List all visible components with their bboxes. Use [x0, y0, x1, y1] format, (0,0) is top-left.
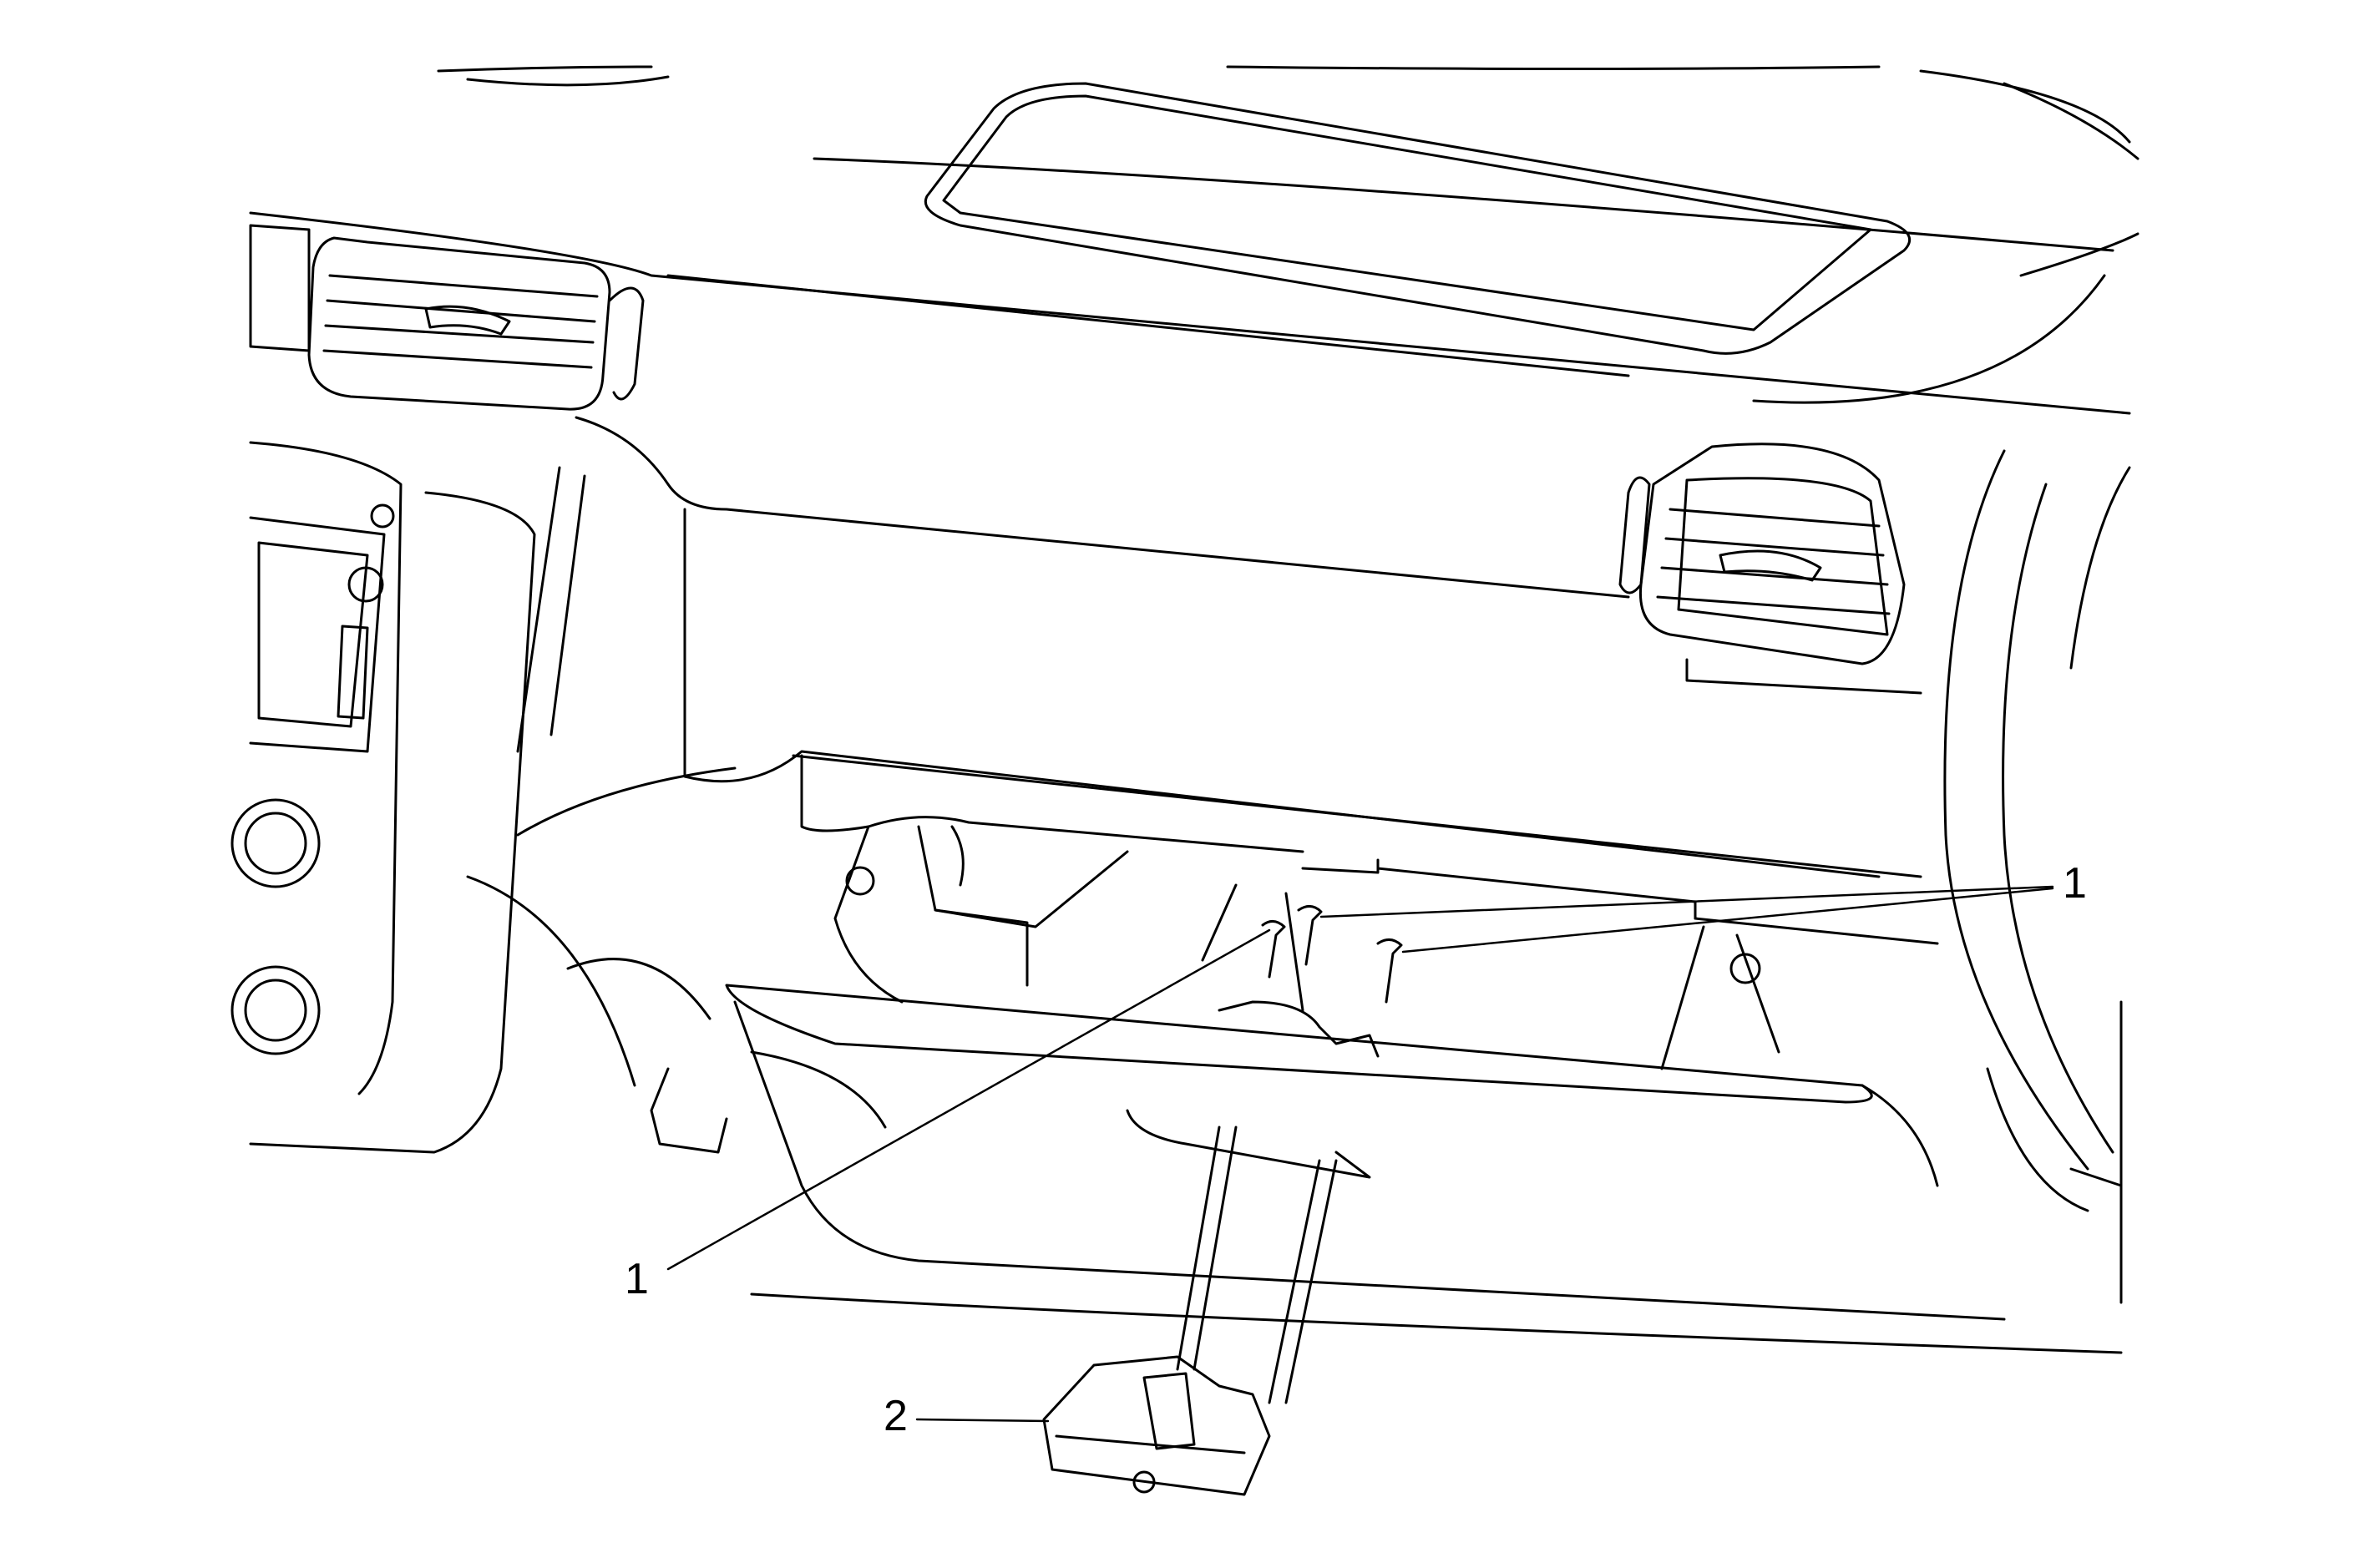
screw-right — [1376, 938, 1403, 1004]
dash-top-contours — [249, 157, 2139, 415]
leader-1a-to-middle-screw — [1319, 885, 2054, 918]
glove-box-opening — [792, 754, 1939, 1070]
leader-2-to-latch — [915, 1418, 1050, 1423]
leader-1a-to-right-screw — [1401, 887, 2054, 954]
leader-1b-to-left-screw — [666, 928, 1271, 1271]
screw-left — [1261, 920, 1286, 979]
windshield-edge — [437, 65, 2139, 160]
defroster-panel — [924, 82, 1912, 355]
left-air-vent — [249, 224, 645, 411]
latch-assembly — [1042, 1126, 1338, 1496]
center-stack — [230, 441, 536, 1154]
screws — [1261, 905, 1403, 1004]
callout-leaders — [666, 885, 2054, 1423]
callout-1-screws-right: 1 — [2063, 859, 2087, 908]
right-air-vent — [1618, 443, 1922, 695]
right-side-trim — [1943, 449, 2131, 1304]
callout-1-screws-left: 1 — [625, 1255, 649, 1303]
glove-box-door — [650, 984, 2123, 1354]
callout-2-latch: 2 — [884, 1392, 908, 1440]
screw-middle — [1297, 905, 1323, 966]
